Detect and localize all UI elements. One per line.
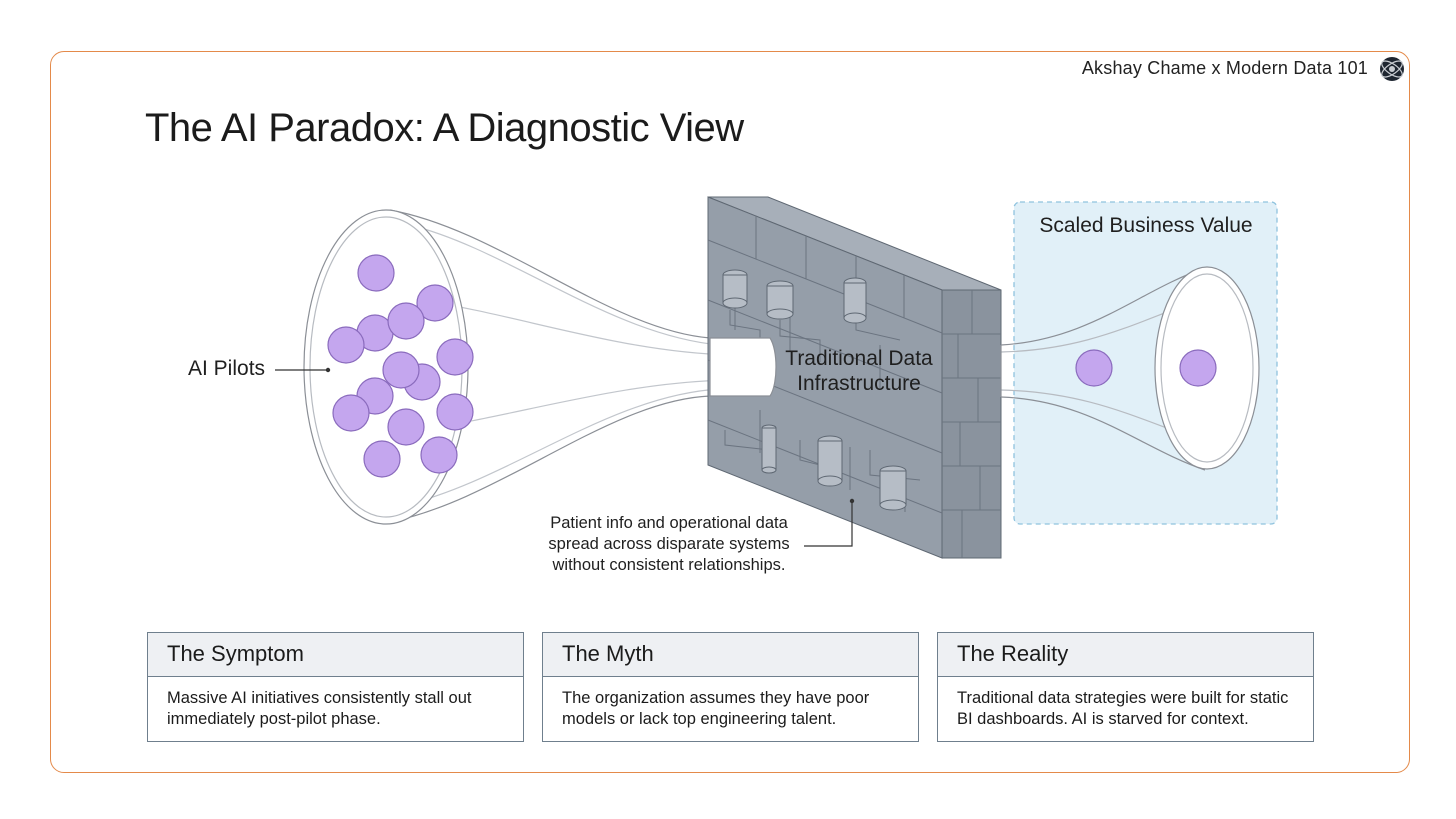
- ai-pilot-sphere: [327, 326, 365, 364]
- infrastructure-label: Traditional Data Infrastructure: [785, 347, 933, 395]
- input-spheres: [327, 254, 474, 478]
- globe-logo-icon: [1380, 57, 1404, 81]
- slide-frame: [50, 51, 1410, 773]
- ai-pilot-sphere: [363, 440, 401, 478]
- card-body: Traditional data strategies were built f…: [957, 689, 1289, 728]
- output-spheres: [1075, 349, 1217, 387]
- page-title: The AI Paradox: A Diagnostic View: [145, 106, 744, 150]
- card-title: The Myth: [543, 633, 918, 677]
- ai-pilot-sphere: [436, 393, 474, 431]
- ai-pilot-sphere: [416, 284, 454, 322]
- value-sphere: [1075, 349, 1113, 387]
- card-title: The Symptom: [148, 633, 523, 677]
- ai-pilot-sphere: [382, 351, 420, 389]
- ai-pilot-sphere: [387, 302, 425, 340]
- scaled-value-label: Scaled Business Value: [1039, 214, 1253, 237]
- infrastructure-annotation: Patient info and operational data spread…: [548, 514, 790, 574]
- ai-pilot-sphere: [357, 254, 395, 292]
- myth-card: The Myth The organization assumes they h…: [542, 632, 919, 742]
- value-sphere: [1179, 349, 1217, 387]
- infrastructure-wall: [707, 196, 1002, 559]
- ai-pilot-sphere: [387, 408, 425, 446]
- symptom-card: The Symptom Massive AI initiatives consi…: [147, 632, 524, 742]
- card-title: The Reality: [938, 633, 1313, 677]
- ai-pilots-label: AI Pilots: [188, 357, 266, 380]
- reality-card: The Reality Traditional data strategies …: [937, 632, 1314, 742]
- credit-text: Akshay Chame x Modern Data 101: [1081, 58, 1368, 78]
- ai-pilot-sphere: [332, 394, 370, 432]
- ai-pilot-sphere: [436, 338, 474, 376]
- funnel-spout: [709, 337, 777, 397]
- card-body: Massive AI initiatives consistently stal…: [167, 689, 472, 728]
- ai-pilot-sphere: [420, 436, 458, 474]
- annotation-pointer: [804, 502, 853, 547]
- card-body: The organization assumes they have poor …: [562, 689, 870, 728]
